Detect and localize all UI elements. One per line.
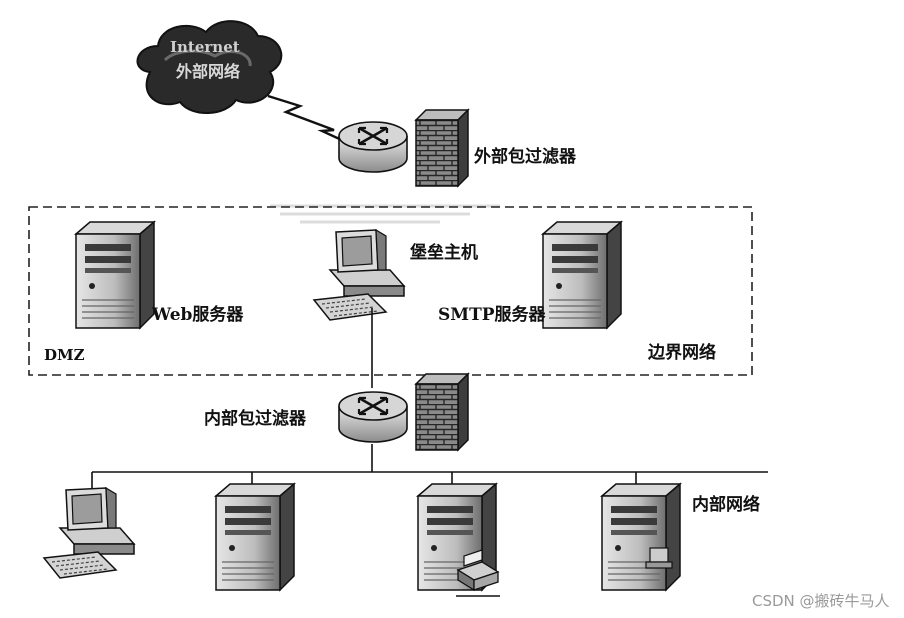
bastion-host-label: 堡垒主机 <box>410 243 478 263</box>
internal-pc-icon <box>43 487 135 579</box>
small-monitor-icon <box>645 547 673 569</box>
outer-filter-label: 外部包过滤器 <box>474 147 576 167</box>
outer-firewall-icon <box>415 109 469 187</box>
dmz-boundary <box>28 206 753 376</box>
bastion-host-icon <box>313 229 405 321</box>
internal-server-icon <box>601 483 681 591</box>
cloud-label-external: 外部网络 <box>176 62 241 81</box>
inner-firewall-icon <box>415 373 469 451</box>
printer-icon <box>456 549 500 597</box>
watermark: CSDN @搬砖牛马人 <box>752 592 890 610</box>
outer-router-icon <box>337 120 409 174</box>
dmz-label: DMZ <box>44 346 85 364</box>
internet-cloud <box>136 20 283 115</box>
perimeter-network-label: 边界网络 <box>648 343 716 363</box>
inner-router-icon <box>337 390 409 444</box>
scan-smudge <box>270 204 500 224</box>
internal-server-icon <box>215 483 295 591</box>
web-server-icon <box>75 221 155 329</box>
wan-link <box>267 94 347 144</box>
smtp-server-icon <box>542 221 622 329</box>
cloud-label-internet: Internet <box>170 38 240 56</box>
inner-filter-label: 内部包过滤器 <box>204 409 306 429</box>
internal-network-label: 内部网络 <box>692 495 760 515</box>
web-server-label: Web服务器 <box>152 305 244 325</box>
smtp-server-label: SMTP服务器 <box>438 305 546 325</box>
